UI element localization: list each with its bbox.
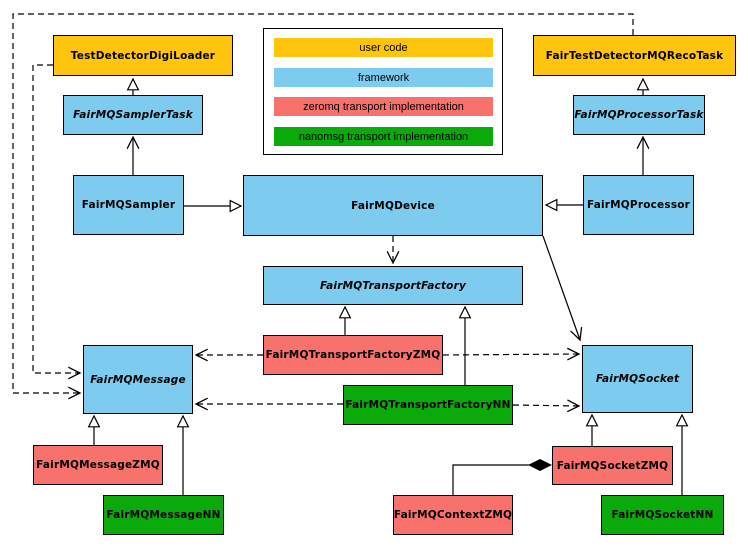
node-label: FairMQMessageNN — [106, 509, 221, 521]
legend-item-zeromq: zeromq transport implementation — [274, 97, 493, 116]
node-test-detector-digi-loader: TestDetectorDigiLoader — [53, 35, 233, 76]
edge-digiloader-to-message — [32, 64, 82, 380]
node-label: FairTestDetectorMQRecoTask — [545, 49, 724, 62]
node-fairmq-processor: FairMQProcessor — [583, 175, 694, 235]
node-label: FairMQSampler — [81, 199, 176, 211]
legend-label-nanomsg: nanomsg transport implementation — [298, 130, 469, 143]
node-label: FairMQContextZMQ — [393, 509, 513, 521]
node-label: FairMQSocketZMQ — [556, 459, 669, 472]
node-label: FairMQProcessorTask — [574, 109, 704, 121]
node-label: FairMQTransportFactory — [319, 279, 467, 292]
node-label: TestDetectorDigiLoader — [70, 49, 216, 62]
node-label: FairMQTransportFactoryNN — [345, 399, 511, 411]
node-fairmq-sampler-task: FairMQSamplerTask — [63, 95, 203, 135]
node-fairmq-transport-factory-nn: FairMQTransportFactoryNN — [343, 385, 513, 425]
node-fairmq-message: FairMQMessage — [83, 345, 193, 414]
node-label: FairMQSocket — [595, 373, 680, 385]
node-label: FairMQDevice — [351, 199, 435, 212]
node-fair-test-detector-mq-reco-task: FairTestDetectorMQRecoTask — [533, 35, 736, 76]
node-label: FairMQTransportFactoryZMQ — [265, 349, 441, 361]
edge-device-to-socket — [542, 235, 583, 342]
edge-factoryzmq-to-socket — [442, 347, 581, 361]
node-fairmq-message-zmq: FairMQMessageZMQ — [33, 445, 163, 485]
node-label: FairMQProcessor — [586, 199, 691, 211]
node-fairmq-processor-task: FairMQProcessorTask — [573, 95, 705, 135]
legend-label-zeromq: zeromq transport implementation — [303, 100, 464, 113]
legend-item-framework: framework — [274, 68, 493, 87]
legend-label-framework: framework — [357, 71, 410, 84]
legend-item-user-code: user code — [274, 38, 493, 57]
edge-recotask-to-message — [12, 13, 634, 400]
edge-factorynn-to-socket — [512, 399, 581, 413]
node-label: FairMQSocketNN — [611, 509, 714, 521]
node-fairmq-message-nn: FairMQMessageNN — [103, 495, 224, 535]
node-fairmq-socket-zmq: FairMQSocketZMQ — [552, 446, 673, 485]
node-fairmq-socket: FairMQSocket — [582, 345, 693, 413]
node-fairmq-socket-nn: FairMQSocketNN — [601, 495, 724, 535]
node-fairmq-device: FairMQDevice — [243, 175, 543, 236]
legend-item-nanomsg: nanomsg transport implementation — [274, 127, 493, 146]
composition-diamond-icon — [528, 459, 552, 471]
node-label: FairMQMessageZMQ — [36, 459, 160, 471]
edge-contextzmq-to-socketzmq — [452, 464, 529, 495]
node-label: FairMQSamplerTask — [73, 109, 193, 121]
node-fairmq-transport-factory: FairMQTransportFactory — [263, 266, 523, 305]
legend-label-user-code: user code — [359, 41, 408, 54]
node-fairmq-transport-factory-zmq: FairMQTransportFactoryZMQ — [263, 335, 443, 375]
node-label: FairMQMessage — [90, 373, 186, 386]
node-fairmq-sampler: FairMQSampler — [73, 175, 184, 235]
node-fairmq-context-zmq: FairMQContextZMQ — [393, 495, 513, 535]
legend-panel: user code framework zeromq transport imp… — [263, 28, 503, 155]
